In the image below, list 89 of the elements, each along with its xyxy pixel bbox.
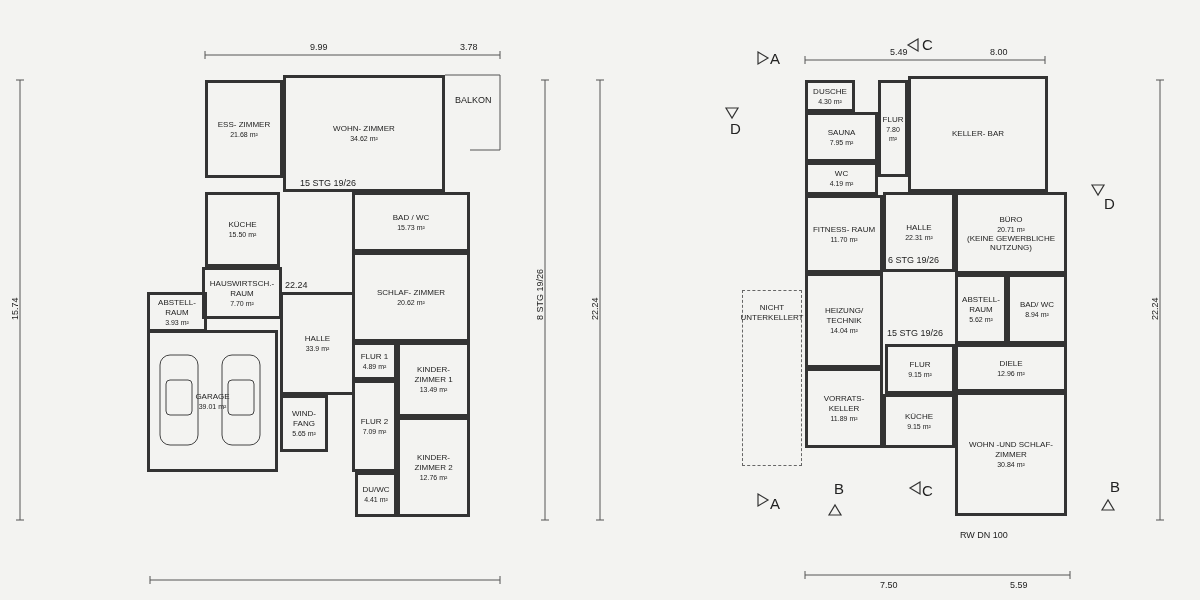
room-name: KÜCHE (228, 220, 257, 230)
room-name: FLUR (909, 359, 931, 370)
section-letter: D (730, 120, 741, 137)
dimension-label: 8.00 (990, 47, 1008, 57)
room (805, 112, 878, 162)
section-letter: A (770, 50, 780, 67)
room-name: DIELE (999, 358, 1023, 369)
room (955, 344, 1067, 392)
room-name: HEIZUNG/ TECHNIK (823, 306, 865, 326)
room (147, 292, 207, 332)
section-letter: C (922, 482, 933, 499)
room-name: VORRATS- KELLER (822, 393, 866, 414)
room (805, 368, 883, 448)
section-letter: D (1104, 195, 1115, 212)
room (908, 76, 1048, 192)
stair-label: 15 STG 19/26 (300, 178, 357, 188)
room (883, 192, 955, 272)
room (955, 392, 1067, 516)
section-letter: A (770, 495, 780, 512)
dimension-label: 5.59 (1010, 580, 1028, 590)
room-note: (KEINE GEWERBLICHE NUTZUNG) (966, 233, 1056, 252)
room (885, 344, 955, 394)
room (352, 380, 397, 472)
room (805, 195, 883, 273)
room-name: ESS- ZIMMER (217, 119, 271, 130)
stair-label: 6 STG 19/26 (888, 255, 940, 265)
room-name: WIND- FANG (291, 409, 317, 429)
room (1007, 274, 1067, 344)
area-note: NICHT UNTERKELLERT (740, 303, 804, 323)
section-letter: B (834, 480, 844, 497)
room (805, 273, 883, 368)
room (805, 162, 878, 195)
dimension-label: 7.50 (880, 580, 898, 590)
room (352, 342, 397, 380)
room (955, 274, 1007, 344)
stair-label: 8 STG 19/26 (535, 268, 545, 320)
room-name: HAUSWIRTSCH.- RAUM (208, 278, 276, 299)
room-name: ABSTELL- RAUM (157, 297, 197, 318)
room-name: KELLER- BAR (952, 129, 1004, 139)
section-letter: C (922, 36, 933, 53)
dimension-label: 22.24 (590, 297, 600, 320)
stair-label: 15 STG 19/26 (887, 328, 944, 338)
room (397, 342, 470, 417)
room (352, 252, 470, 342)
room-name: KINDER- ZIMMER 2 (413, 452, 454, 473)
dimension-label: 15.74 (10, 297, 20, 320)
room-name: FLUR 1 (360, 351, 389, 362)
dimension-label: 9.99 (310, 42, 328, 52)
room-name: KINDER- ZIMMER 1 (413, 365, 454, 385)
room (955, 192, 1067, 274)
room-name: ABSTELL- RAUM (961, 294, 1001, 315)
unexcavated-area (742, 290, 802, 466)
room-name: WOHN- ZIMMER (333, 124, 395, 134)
room-name: FLUR 2 (360, 416, 389, 427)
room-name: WC (834, 169, 849, 179)
room (878, 80, 908, 177)
room (805, 80, 855, 112)
dimension-label: RW DN 100 (960, 530, 1008, 540)
room-name: KÜCHE (905, 411, 933, 422)
room (147, 330, 278, 472)
room-name: BÜRO (999, 214, 1023, 225)
room-name: WOHN -UND SCHLAF- ZIMMER (968, 439, 1054, 460)
room (202, 267, 282, 319)
room-name: HALLE (906, 222, 932, 233)
room (205, 192, 280, 267)
room (397, 417, 470, 517)
area-label: BALKON (455, 95, 492, 105)
room-name: BAD / WC (392, 212, 430, 223)
room (355, 472, 397, 517)
room-name: FLUR (882, 114, 904, 125)
room-name: SAUNA (827, 127, 856, 138)
room-name: FITNESS- RAUM (812, 224, 876, 235)
room-name: SCHLAF- ZIMMER (377, 287, 445, 298)
room (280, 292, 355, 395)
room-name: HALLE (304, 334, 331, 344)
room-name: BAD/ WC (1019, 299, 1055, 310)
room (352, 192, 470, 252)
section-letter: B (1110, 478, 1120, 495)
dimension-label: 5.49 (890, 47, 908, 57)
dimension-label: 3.78 (460, 42, 478, 52)
room (205, 80, 283, 178)
room (883, 394, 955, 448)
dimension-label: 22.24 (1150, 297, 1160, 320)
room-name: DUSCHE (813, 86, 847, 97)
room-name: GARAGE (195, 391, 230, 402)
room-name: DU/WC (362, 485, 390, 495)
room (280, 395, 328, 452)
room (283, 75, 445, 192)
dimension-label: 22.24 (285, 280, 308, 290)
